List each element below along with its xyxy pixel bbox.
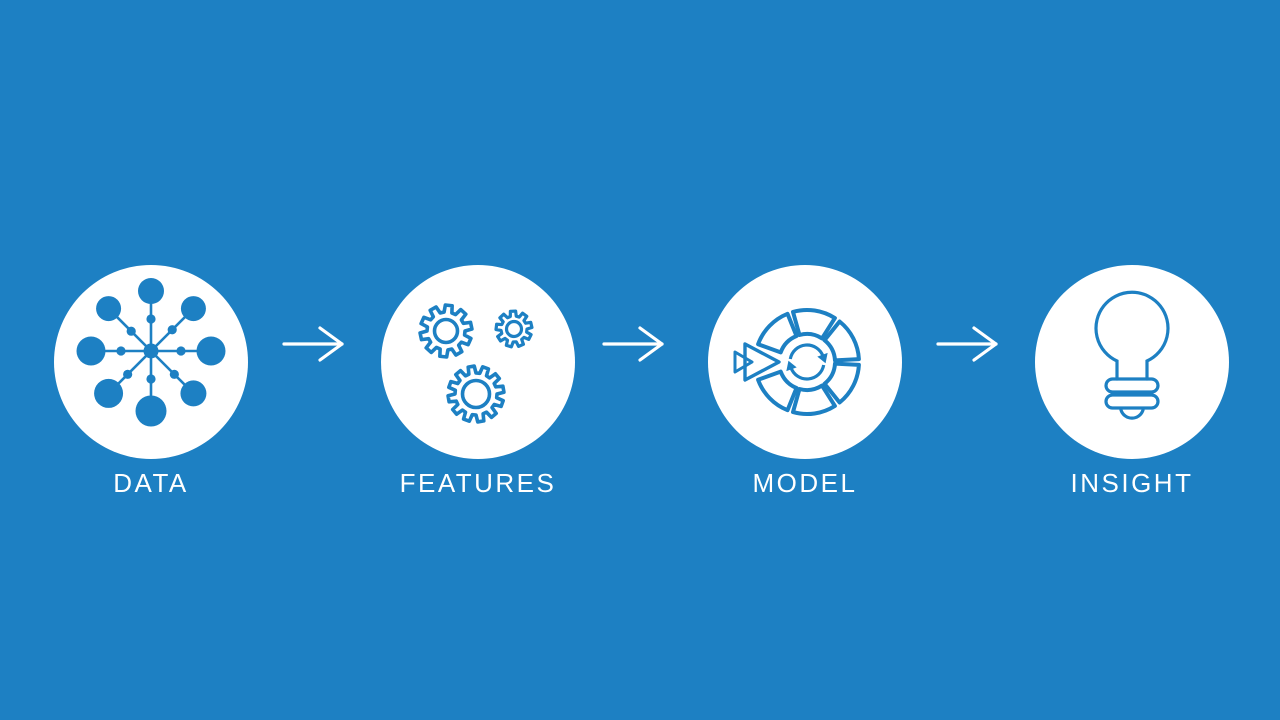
step-model: MODEL bbox=[708, 265, 902, 497]
arrow-right-icon bbox=[282, 326, 344, 362]
bulb-screw-rib-1 bbox=[1104, 377, 1160, 394]
step-insight: INSIGHT bbox=[1035, 265, 1229, 497]
segmented-ring bbox=[756, 308, 861, 416]
bulb-screw-rib-2 bbox=[1104, 393, 1160, 410]
input-triangle-small bbox=[733, 350, 754, 374]
data-circle bbox=[54, 265, 248, 459]
insight-circle bbox=[1035, 265, 1229, 459]
gear-small-top-right bbox=[494, 309, 534, 349]
step-features: FEATURES bbox=[381, 265, 575, 497]
bulb-glass bbox=[1094, 290, 1170, 381]
bulb-tip bbox=[1119, 408, 1145, 420]
step-data: DATA bbox=[54, 265, 248, 497]
step-label: FEATURES bbox=[399, 468, 557, 498]
model-cycle-icon bbox=[733, 308, 861, 416]
network-icon bbox=[76, 278, 226, 427]
arrow-right-icon bbox=[602, 326, 664, 362]
input-triangle-large bbox=[743, 342, 781, 382]
step-label: DATA bbox=[113, 468, 189, 498]
model-circle bbox=[708, 265, 902, 459]
arrow-right-icon bbox=[936, 326, 998, 362]
gear-large-bottom bbox=[446, 364, 506, 424]
cycle-arrows bbox=[786, 343, 828, 381]
gears-icon bbox=[418, 303, 534, 424]
step-label: MODEL bbox=[752, 468, 858, 498]
gear-large-top-left bbox=[418, 303, 474, 359]
lightbulb-icon bbox=[1094, 290, 1170, 420]
step-label: INSIGHT bbox=[1070, 468, 1194, 498]
features-circle bbox=[381, 265, 575, 459]
